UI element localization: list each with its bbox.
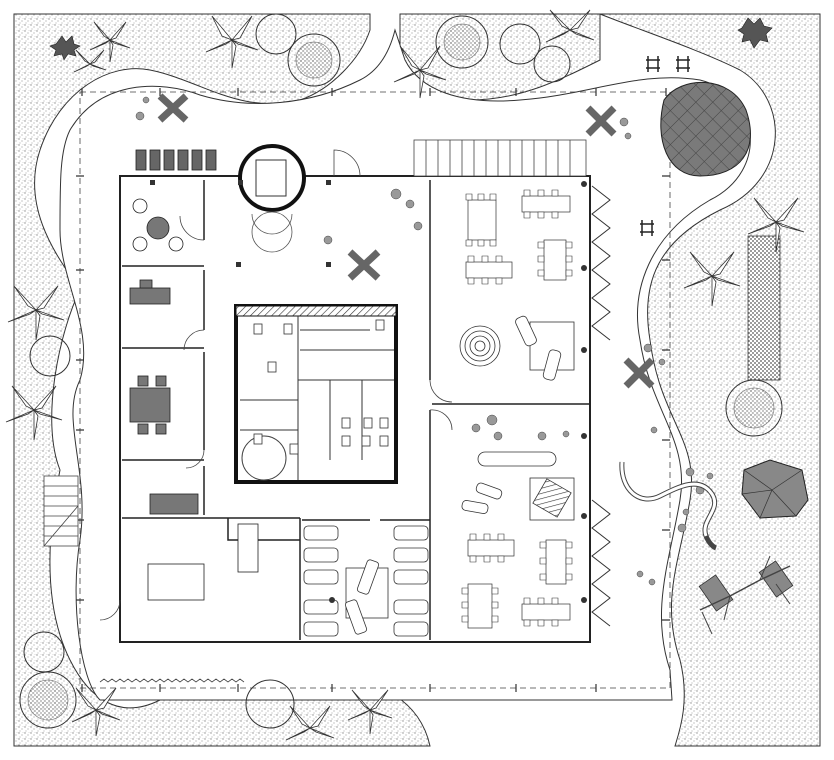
palm-icon [5,9,805,741]
stair-icon [413,139,587,177]
tree-icon [19,13,783,729]
elevator-shaft [238,144,306,253]
office-partitions [122,180,590,640]
facade-fins [591,185,611,627]
rock-feature [741,459,809,519]
play-structure [698,555,794,635]
bench-icon [640,56,690,236]
sand-pit [747,235,781,381]
office-furniture [129,198,259,601]
pillars [150,180,587,603]
cross-marker-icon [157,93,655,389]
fence-line [99,678,245,683]
play-stones [135,96,714,586]
lounge-furniture [303,525,429,637]
shrub-icon [49,17,773,61]
stair-icon [43,475,79,547]
service-core [234,304,398,484]
door-swing-icon [99,149,453,621]
play-mound [660,81,751,177]
activity-area [459,315,575,521]
table-chairs-icon [465,195,571,629]
tree-icon [27,23,775,721]
site-boundary [79,91,671,689]
boundary-ticks [76,88,670,692]
bench-icon [135,149,217,171]
table-chairs-icon [461,189,573,627]
